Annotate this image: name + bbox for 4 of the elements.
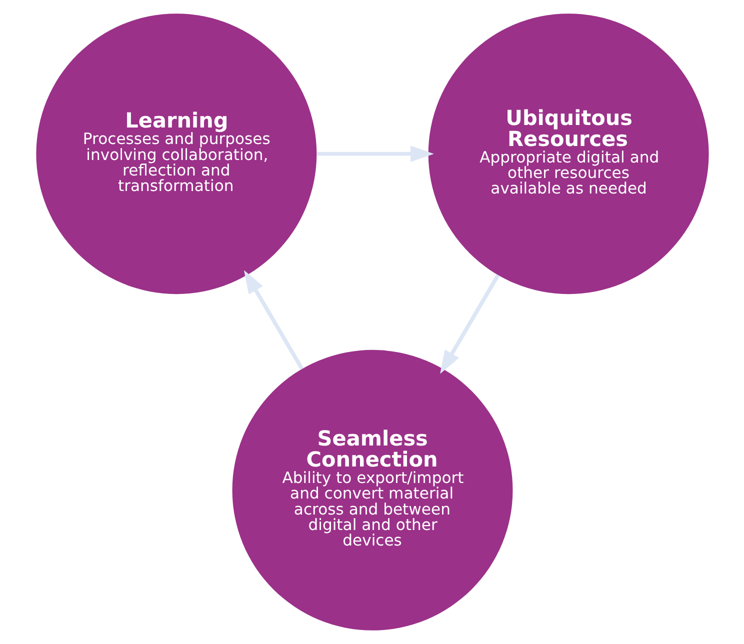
node-circle: Ubiquitous Resources Appropriate digital and other resources available as needed	[428, 14, 708, 294]
arrow	[316, 146, 434, 162]
arrow	[440, 274, 500, 374]
arrow	[243, 270, 304, 370]
